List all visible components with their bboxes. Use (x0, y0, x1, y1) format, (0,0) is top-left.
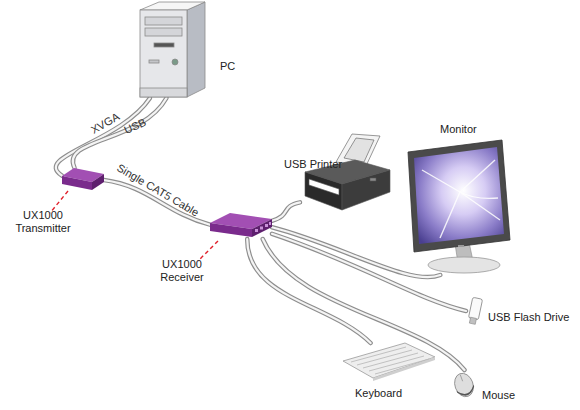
purple-unit (62, 168, 104, 190)
cable (56, 98, 150, 176)
transmitter-node: UX1000 Transmitter (62, 168, 104, 190)
mouse-body (451, 371, 476, 400)
pc-body (140, 2, 205, 97)
cable-outline (272, 202, 300, 220)
cable-outline (247, 239, 370, 343)
printer-body (305, 134, 390, 210)
cable (272, 202, 300, 220)
cable-label: USB (122, 116, 148, 136)
transmitter-box (62, 168, 104, 190)
purple-unit (210, 213, 272, 237)
printer-node: USB Printer (300, 132, 390, 212)
cable-outline (263, 239, 465, 370)
keyboard-node: Keyboard (343, 343, 435, 378)
receiver-node: UX1000 Receiver (210, 213, 272, 239)
cable-outline (73, 98, 167, 168)
device-label: Mouse (482, 389, 515, 402)
receiver-box (210, 213, 272, 239)
pc-node: PC (135, 0, 210, 98)
cable-outline (56, 98, 150, 176)
cable (73, 98, 167, 168)
cable-core (272, 202, 300, 220)
keyboard-drawing (343, 343, 435, 378)
cable (263, 239, 465, 370)
monitor-node: Monitor (400, 140, 515, 275)
cable-core (56, 98, 150, 176)
flash-drive-body (467, 297, 482, 325)
printer-drawing (300, 132, 390, 212)
device-label: USB Flash Drive (488, 311, 569, 324)
device-label: USB Printer (284, 158, 342, 171)
cable-label: Single CAT5 Cable (115, 161, 201, 218)
cable (247, 239, 370, 343)
device-label: UX1000 Receiver (152, 258, 212, 284)
flash-drive-drawing (466, 297, 484, 325)
cable-core (247, 239, 370, 343)
flash-drive-node: USB Flash Drive (466, 297, 484, 325)
cable-label: XVGA (88, 110, 120, 136)
mouse-drawing (452, 370, 477, 398)
pc-tower (135, 0, 210, 98)
device-label: PC (220, 60, 235, 73)
device-label: UX1000 Transmitter (7, 209, 79, 235)
cable-core (73, 98, 167, 168)
device-label: Monitor (440, 123, 477, 136)
monitor-body (408, 140, 510, 273)
device-label: Keyboard (355, 387, 402, 400)
monitor-drawing (400, 140, 515, 275)
mouse-node: Mouse (452, 370, 477, 398)
cable-core (263, 239, 465, 370)
keyboard-body (343, 343, 435, 381)
